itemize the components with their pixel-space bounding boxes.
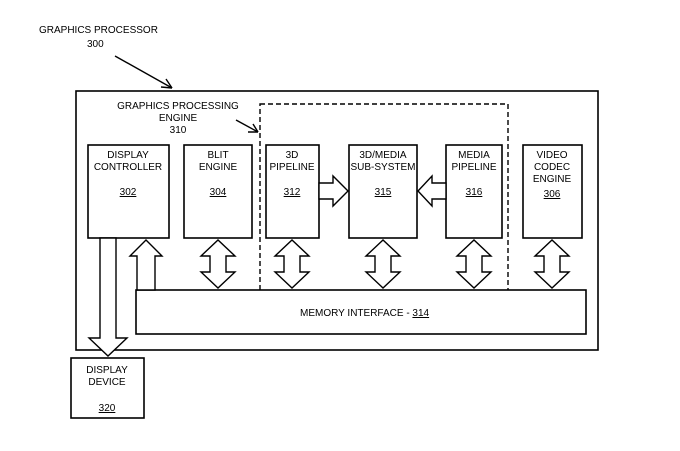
- video-codec-number: 306: [544, 189, 561, 200]
- engine-label-line1: GRAPHICS PROCESSING: [117, 101, 239, 112]
- display-device-box: [70, 357, 145, 419]
- pipeline-3d-memory-arrow: [273, 239, 311, 289]
- display-controller-box: [87, 144, 170, 239]
- video-codec-line2: CODEC: [534, 162, 570, 173]
- display-device-line2: DEVICE: [88, 377, 126, 388]
- pipeline-3d-line2: PIPELINE: [269, 162, 314, 173]
- blit-engine-box: [183, 144, 253, 239]
- media-pipeline-box: [445, 144, 503, 239]
- media-subsystem-line1: 3D/MEDIA: [359, 150, 407, 161]
- processor-number: 300: [87, 39, 104, 50]
- memory-interface-label-text: MEMORY INTERFACE -: [300, 308, 412, 319]
- memory-to-display-controller-arrow: [128, 239, 164, 291]
- video-codec-memory-arrow: [533, 239, 571, 289]
- blit-engine-line1: BLIT: [207, 150, 228, 161]
- pipeline-3d-line1: 3D: [286, 150, 299, 161]
- pipeline-3d-box: [265, 144, 320, 239]
- video-codec-line1: VIDEO: [536, 150, 567, 161]
- blit-memory-arrow: [199, 239, 237, 289]
- subsystem-memory-arrow: [364, 239, 402, 289]
- media-pipeline-number: 316: [466, 187, 483, 198]
- media-pipeline-memory-arrow: [455, 239, 493, 289]
- blit-engine-number: 304: [210, 187, 227, 198]
- display-controller-line2: CONTROLLER: [94, 162, 162, 173]
- blit-engine-line2: ENGINE: [199, 162, 238, 173]
- memory-interface-number: 314: [412, 308, 429, 319]
- engine-number: 310: [170, 125, 187, 136]
- memory-interface-label: MEMORY INTERFACE - 314: [300, 308, 430, 319]
- display-controller-to-device-arrow: [87, 237, 129, 357]
- video-codec-engine-box: [522, 144, 583, 239]
- processor-label: GRAPHICS PROCESSOR: [39, 25, 158, 36]
- media-pipeline-to-subsystem-arrow: [417, 174, 447, 208]
- display-device-line1: DISPLAY: [86, 365, 128, 376]
- pipeline-3d-to-subsystem-arrow: [318, 174, 349, 208]
- pipeline-3d-number: 312: [284, 187, 301, 198]
- engine-leader-arrowhead: [248, 123, 259, 133]
- display-controller-number: 302: [120, 187, 137, 198]
- display-device-number: 320: [99, 403, 116, 414]
- engine-label-line2: ENGINE: [159, 113, 198, 124]
- video-codec-line3: ENGINE: [533, 174, 572, 185]
- display-controller-line1: DISPLAY: [107, 150, 149, 161]
- media-pipeline-line2: PIPELINE: [451, 162, 496, 173]
- media-subsystem-line2: SUB-SYSTEM: [350, 162, 415, 173]
- media-subsystem-number: 315: [375, 187, 392, 198]
- engine-leader-line: [235, 119, 259, 133]
- processor-leader-arrowhead: [160, 78, 173, 89]
- media-pipeline-line1: MEDIA: [458, 150, 490, 161]
- processor-leader-line: [114, 55, 173, 89]
- media-subsystem-box: [348, 144, 418, 239]
- memory-interface-box: [135, 289, 587, 335]
